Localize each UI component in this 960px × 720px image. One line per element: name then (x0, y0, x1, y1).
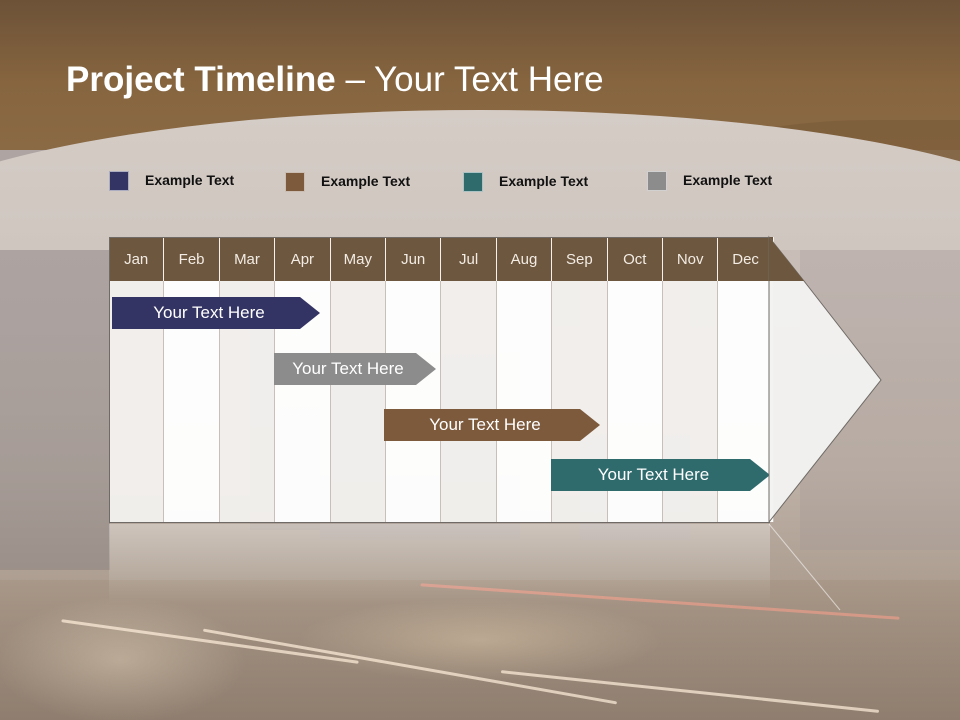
timeline-bar: Your Text Here (551, 459, 770, 491)
month-column (496, 281, 553, 522)
month-header-sep: Sep (552, 237, 608, 281)
legend-label: Example Text (145, 172, 235, 188)
timeline-bar-label: Your Text Here (292, 359, 404, 378)
month-column (441, 281, 497, 522)
timeline-bar-label: Your Text Here (597, 465, 710, 484)
timeline-bar: Your Text Here (384, 409, 600, 441)
month-column (386, 281, 442, 522)
month-header-jan: Jan (109, 237, 165, 281)
month-header-jul: Jul (441, 237, 497, 281)
month-header-apr: Apr (275, 237, 331, 281)
month-header-feb: Feb (164, 237, 220, 281)
title-rest: – Your Text Here (335, 60, 604, 99)
month-header-mar: Mar (219, 237, 276, 281)
legend-swatch (647, 171, 667, 191)
month-header-may: May (330, 237, 386, 281)
arrow-header-cap (769, 237, 804, 281)
legend-swatch (109, 171, 129, 191)
month-column (330, 281, 386, 522)
timeline-reflection (109, 524, 770, 604)
title-bold: Project Timeline (66, 60, 336, 99)
legend-label: Example Text (499, 173, 589, 189)
timeline-bar: Your Text Here (274, 353, 436, 385)
month-header-dec: Dec (718, 237, 774, 281)
month-header-nov: Nov (663, 237, 719, 281)
timeline-bar-label: Your Text Here (429, 415, 541, 434)
legend-swatch (285, 172, 305, 192)
slide-title: Project Timeline – Your Text Here (66, 60, 604, 100)
month-header-aug: Aug (496, 237, 553, 281)
month-header-oct: Oct (607, 237, 663, 281)
timeline-bar: Your Text Here (112, 297, 320, 329)
legend-label: Example Text (321, 173, 411, 189)
timeline-bar-label: Your Text Here (153, 303, 265, 322)
legend-label: Example Text (683, 172, 773, 188)
month-header-jun: Jun (386, 237, 442, 281)
arrow-reflection-line (768, 523, 841, 611)
legend-swatch (463, 172, 483, 192)
highway-image (0, 580, 960, 720)
